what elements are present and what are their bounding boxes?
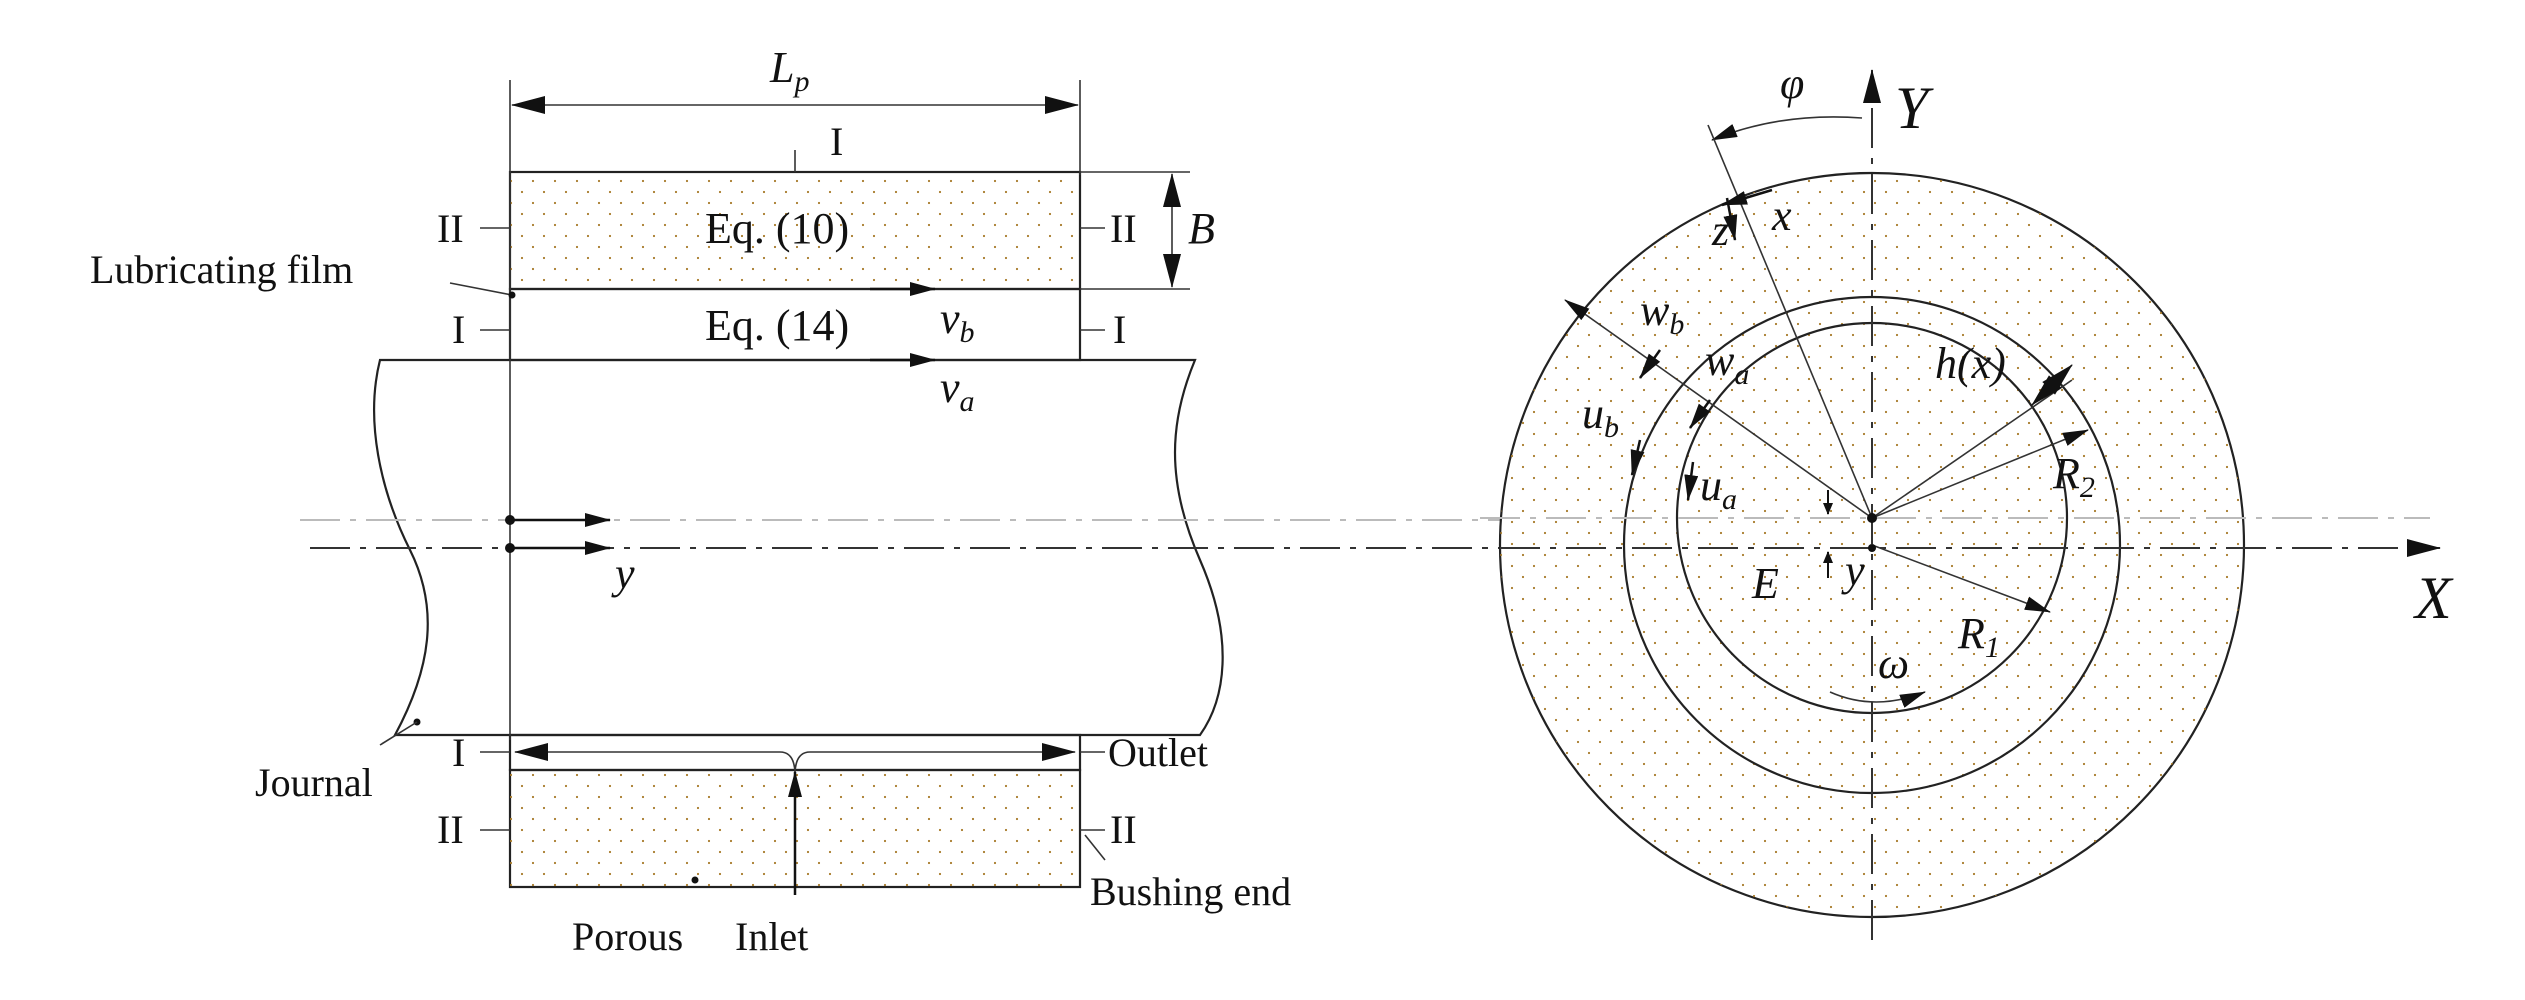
b-label: B [1188, 204, 1215, 253]
axial-y-label: y [611, 549, 635, 598]
velocity-a-label: va [940, 363, 975, 418]
wb-label: wb [1640, 286, 1684, 341]
X-axis-label: X [2413, 565, 2454, 631]
section-I-top: I [830, 119, 843, 164]
eq-porous-label: Eq. (10) [705, 204, 849, 253]
inlet-label: Inlet [735, 914, 808, 959]
section-II-left: II [437, 206, 464, 251]
R1-label: R1 [1957, 609, 2000, 664]
bushing-center [1868, 544, 1876, 552]
axial-section: Lp I II II I I Eq. (10) Eq. (14) B Lubri… [90, 43, 1500, 959]
section-I-left: I [452, 307, 465, 352]
section-II-bottom-right: II [1110, 807, 1137, 852]
bushing-end-label: Bushing end [1090, 869, 1291, 914]
velocity-b-label: vb [940, 294, 975, 349]
outlet-label: Outlet [1108, 730, 1208, 775]
x-label: x [1771, 191, 1792, 240]
radial-section: X Y φ z x wb wa h(x) R2 ub ua [1480, 59, 2454, 940]
eq-film-label: Eq. (14) [705, 301, 849, 350]
porous-label: Porous [572, 914, 683, 959]
lubricating-film-label: Lubricating film [90, 247, 353, 292]
section-I-bottom: I [452, 730, 465, 775]
phi-label: φ [1780, 59, 1804, 108]
section-II-right: II [1110, 206, 1137, 251]
section-II-bottom-left: II [437, 807, 464, 852]
z-label: z [1711, 206, 1729, 255]
E-label: E [1751, 559, 1779, 608]
journal-center [1867, 513, 1877, 523]
R2-label: R2 [2052, 449, 2095, 504]
Y-axis-label: Y [1895, 75, 1934, 141]
ub-label: ub [1582, 389, 1619, 444]
radial-y-label: y [1841, 546, 1865, 595]
ua-label: ua [1700, 461, 1737, 516]
journal-label: Journal [255, 760, 373, 805]
h-label: h(x) [1935, 339, 2006, 388]
lp-label: Lp [769, 43, 809, 98]
wa-label: wa [1705, 336, 1749, 391]
omega-label: ω [1878, 639, 1909, 688]
section-I-right: I [1113, 307, 1126, 352]
